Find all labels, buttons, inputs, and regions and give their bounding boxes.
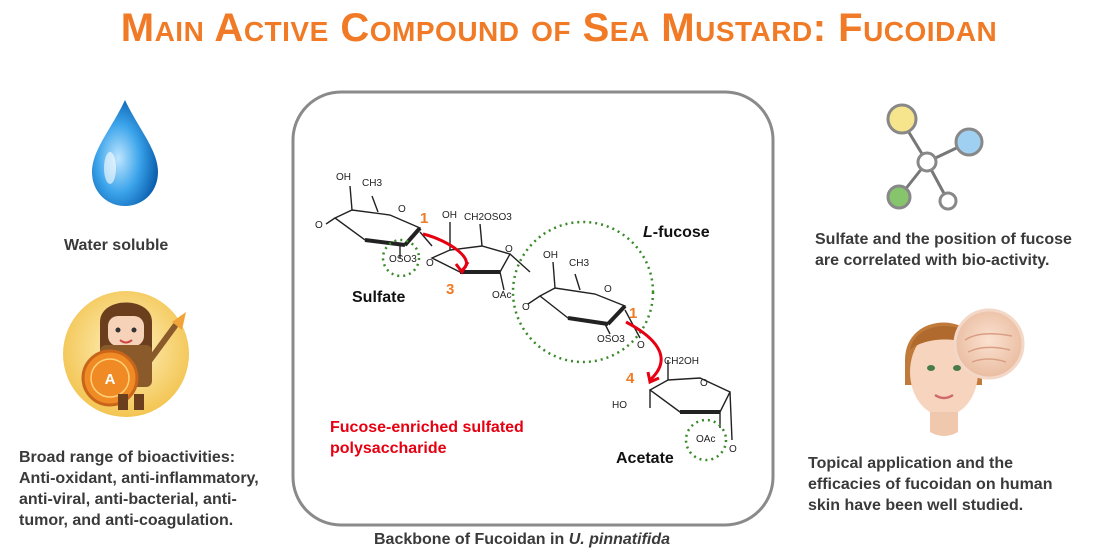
water-drop-icon: [92, 100, 158, 206]
figure-caption: Backbone of Fucoidan in U. pinnatifida: [374, 531, 671, 548]
bioactivity-label-line1: Broad range of bioactivities:: [19, 449, 236, 466]
position-number: 1: [420, 210, 428, 227]
position-number: 3: [446, 281, 454, 298]
molecule-network-icon: [886, 103, 984, 211]
sulfate-position-label-line1: Sulfate and the position of fucose: [815, 231, 1072, 248]
sulfate-label: Sulfate: [352, 289, 405, 306]
atom-label: CH2OH: [664, 356, 699, 367]
skin-application-label-line1: Topical application and the: [808, 455, 1014, 472]
atom-label: OSO3: [597, 334, 625, 345]
position-number: 4: [626, 370, 635, 387]
atom-label: OH: [336, 172, 351, 183]
atom-label: O: [700, 378, 708, 389]
position-number: 1: [629, 305, 637, 322]
atom-label: OH: [543, 250, 558, 261]
chemical-structure: [325, 185, 733, 441]
skin-application-label-line2: efficacies of fucoidan on human: [808, 476, 1053, 493]
structure-frame: [291, 90, 775, 527]
sulfate-position-label-line2: are correlated with bio-activity.: [815, 252, 1050, 269]
atom-label: CH2OSO3: [464, 212, 512, 223]
atom-label: O: [398, 204, 406, 215]
water-soluble-label: Water soluble: [64, 237, 169, 254]
shield-letter: A: [105, 371, 116, 388]
atom-label: O: [729, 444, 737, 455]
bioactivity-label-line3: anti-viral, anti-bacterial, anti-: [19, 491, 237, 508]
face-skin-icon: [905, 308, 1025, 436]
skin-application-label-line3: skin have been well studied.: [808, 497, 1024, 514]
page-title: Main Active Compound of Sea Mustard: Fuc…: [120, 6, 998, 50]
atom-label: OH: [442, 210, 457, 221]
atom-label: O: [426, 258, 434, 269]
sulfate-group-highlight: [381, 238, 421, 278]
atom-label: CH3: [362, 178, 382, 189]
atom-label: O: [522, 302, 530, 313]
enriched-label-line2: polysaccharide: [330, 440, 447, 457]
acetate-label: Acetate: [616, 450, 674, 467]
l-fucose-label: L-fucose: [643, 224, 710, 241]
warrior-character-icon: A: [63, 291, 189, 417]
atom-label: CH3: [569, 258, 589, 269]
linkage-arrow-1-4: [625, 320, 663, 382]
l-fucose-highlight: [511, 220, 655, 364]
atom-label: OAc: [492, 290, 511, 301]
atom-label: O: [315, 220, 323, 231]
bioactivity-label-line4: tumor, and anti-coagulation.: [19, 512, 234, 529]
enriched-label-line1: Fucose-enriched sulfated: [330, 419, 524, 436]
bioactivity-label-line2: Anti-oxidant, anti-inflammatory,: [19, 470, 259, 487]
atom-label: HO: [612, 400, 627, 411]
atom-label: OAc: [696, 434, 715, 445]
atom-label: O: [604, 284, 612, 295]
atom-label: O: [505, 244, 513, 255]
atom-label: O: [637, 340, 645, 351]
acetate-group-highlight: [684, 418, 728, 462]
atom-label: OSO3: [389, 254, 417, 265]
